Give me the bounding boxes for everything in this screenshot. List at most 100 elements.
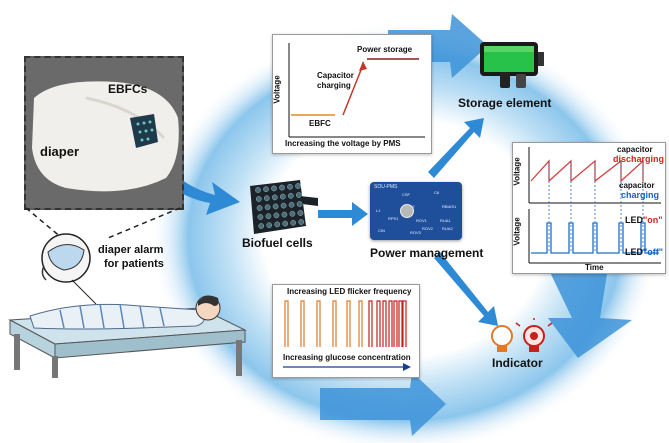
patient-illustration — [8, 233, 247, 378]
charge-arrow-line — [342, 64, 364, 116]
biofuel-cell-electrode — [255, 196, 262, 202]
biofuel-cell-electrode — [272, 203, 279, 210]
charge-arrow-head — [359, 61, 367, 71]
pcb-chip-label: ROV3 — [410, 230, 421, 235]
pcb-chip-label: C6 — [434, 190, 440, 195]
discharging-label-2: discharging — [613, 154, 665, 164]
alarm-label-line2: for patients — [104, 258, 164, 270]
biofuel-cell-electrode — [263, 195, 270, 202]
biofuel-cell-electrode — [263, 186, 269, 193]
led-flicker-plot — [283, 300, 411, 371]
biofuel-cell-electrode — [266, 222, 273, 229]
biofuel-cell-electrode — [258, 223, 265, 229]
voltage-panel-ylabel: Voltage — [272, 75, 282, 104]
led-pulse — [402, 300, 407, 347]
ebfcs-label: EBFCs — [108, 82, 148, 96]
biofuel-cell-electrode — [279, 193, 286, 200]
biofuel-cell-electrode — [287, 192, 294, 199]
capacitor-xlabel: Time — [585, 263, 604, 272]
bed-leg-1 — [14, 334, 20, 370]
led-off-prefix: LED — [625, 247, 643, 257]
capacitor-ylabel-top: Voltage — [512, 157, 522, 186]
pcb-chip-label: L1 — [376, 208, 381, 213]
led-panel: Increasing LED flicker frequency Increas… — [272, 284, 420, 378]
led-off-label: "off" — [643, 247, 664, 257]
led-pulse — [382, 300, 387, 347]
bed-leg-2 — [52, 356, 58, 378]
biofuel-cell-electrode — [296, 201, 303, 207]
patient-body — [29, 303, 205, 330]
power-management-label: Power management — [370, 246, 484, 260]
biofuel-cell-electrode — [273, 212, 280, 219]
glucose-arrow-head — [403, 363, 411, 371]
indicator-label: Indicator — [492, 356, 543, 370]
biofuel-cell-electrode — [287, 183, 293, 190]
biofuel-cell-electrode — [271, 185, 277, 192]
led-pulse — [346, 300, 351, 347]
zoom-leg — [41, 265, 47, 281]
pcb-chip-label: CIN — [378, 228, 385, 233]
battery-icon — [480, 42, 544, 88]
diaper-fold — [85, 96, 166, 140]
biofuel-cell-electrode — [295, 183, 301, 189]
zoom-diaper — [47, 244, 85, 271]
biofuel-cell-electrode — [289, 210, 296, 217]
led-pulse — [284, 300, 289, 347]
voltage-panel-xlabel: Increasing the voltage by PMS — [285, 139, 401, 148]
diaper-shape — [32, 81, 179, 192]
led-pulse — [368, 300, 373, 347]
power-storage-label: Power storage — [357, 45, 413, 54]
pcb-chip-label: ROV2 — [422, 226, 433, 231]
led-pulse — [398, 300, 403, 347]
patient-hair — [198, 295, 219, 306]
biofuel-cell-electrode — [297, 210, 304, 216]
biofuel-cell-electrode — [257, 214, 264, 220]
capacitor-label-1: Capacitor — [317, 71, 354, 80]
voltage-plot — [288, 43, 425, 138]
diaper-photo — [26, 58, 182, 208]
led-panel-title: Increasing LED flicker frequency — [287, 287, 412, 296]
bulb-on-icon — [515, 318, 553, 352]
biofuel-cell-electrode — [274, 221, 281, 228]
pcb-chip-label: CSF — [402, 192, 410, 197]
led-pulse — [300, 300, 305, 347]
voltage-panel: Voltage Power storage Capacitor charging… — [272, 34, 432, 154]
led-on-label: "on" — [643, 215, 663, 225]
ring-arrow-right — [548, 268, 632, 358]
pms-brand: SOU-PMS — [374, 184, 398, 190]
biofuel-cell-electrode — [264, 204, 271, 211]
biofuel-cell-tail — [300, 196, 318, 206]
pms-board: SOU-PMS L1CSFRPS1RPS2CINC6ROV1ROV2ROV3RU… — [370, 182, 462, 240]
pcb-chip-label: RPS1 — [388, 216, 399, 221]
capacitor-label-2: charging — [317, 81, 351, 90]
ring-arrow-bottom — [320, 372, 446, 436]
led-pulse — [332, 300, 337, 347]
discharging-label-1: capacitor — [617, 145, 653, 154]
pms-to-indicator-arrow — [434, 252, 498, 326]
diaper-photo-frame — [24, 56, 184, 210]
biofuel-cell-electrode — [288, 201, 295, 208]
bed-leg-3 — [236, 340, 242, 376]
capacitor-panel: Voltage Voltage capacitor discharging ca… — [512, 142, 666, 274]
biofuel-cell-electrode — [290, 219, 297, 226]
biofuel-cell-electrode — [280, 202, 287, 209]
biofuel-cell-electrode — [281, 211, 288, 218]
storage-element-label: Storage element — [458, 96, 552, 110]
diaper-to-cells-arrow — [140, 145, 240, 215]
cells-to-pms-arrow — [318, 202, 368, 226]
saw-wave — [530, 159, 644, 183]
biofuel-cell-electrode — [255, 187, 261, 193]
led-pulse — [393, 300, 398, 347]
biofuel-cells-label: Biofuel cells — [242, 236, 313, 250]
bulb-icons — [491, 318, 553, 352]
led-pulse — [358, 300, 363, 347]
led-on-prefix: LED — [625, 215, 643, 225]
pcb-inductor — [400, 204, 414, 218]
biofuel-cell-electrode — [271, 194, 278, 201]
led-panel-xlabel: Increasing glucose concentration — [283, 353, 411, 362]
pms-to-storage-arrow — [428, 118, 484, 178]
ebfc-label: EBFC — [309, 119, 331, 128]
alarm-label-line1: diaper alarm — [98, 244, 164, 256]
biofuel-cell-electrode — [282, 220, 289, 227]
